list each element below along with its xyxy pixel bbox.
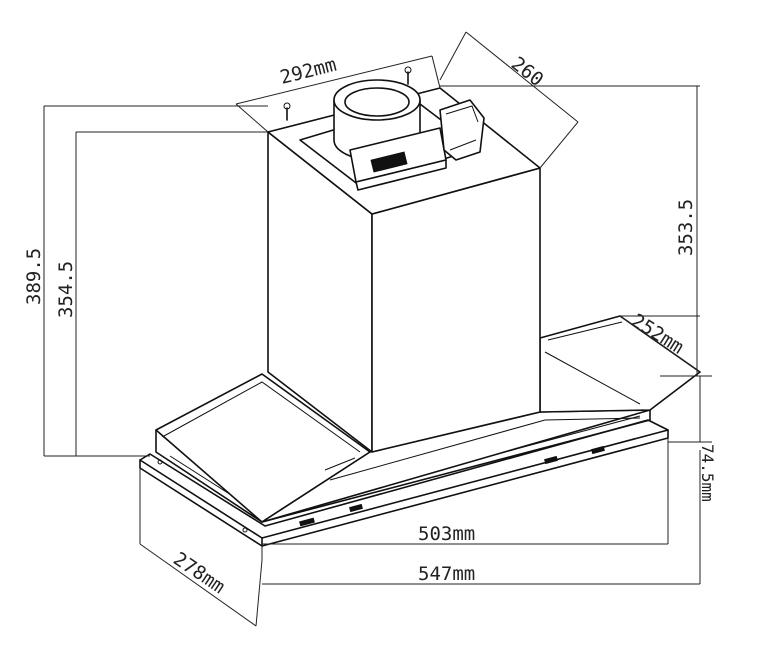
hood-canopy (139, 315, 701, 547)
label-top-depth: 260 (507, 53, 548, 91)
label-top-width: 292mm (278, 54, 339, 89)
label-total-width: 547mm (418, 563, 475, 585)
chimney (267, 87, 541, 453)
screw-right (404, 66, 412, 85)
capacitor (439, 99, 485, 161)
label-total-height: 389.5 (23, 248, 45, 305)
label-inner-width: 503mm (418, 523, 475, 545)
screw-left (283, 102, 291, 121)
label-hood-height: 74.5mm (698, 444, 717, 502)
label-chimney-height-right: 353.5 (675, 199, 697, 256)
hood-canopy-right-block (539, 315, 701, 413)
duct-collar-top (333, 79, 421, 121)
dimension-lines (43, 31, 712, 627)
hood-base-front-edge (139, 459, 263, 547)
label-chimney-height-left: 354.5 (55, 261, 77, 318)
clip-4 (591, 445, 605, 455)
label-total-depth: 278mm (169, 548, 229, 598)
control-box-label (370, 151, 408, 173)
motor-assembly (283, 66, 485, 191)
clip-3 (544, 455, 558, 465)
clip-1 (299, 517, 315, 527)
chimney-right-face (371, 167, 541, 453)
clip-2 (349, 503, 363, 513)
